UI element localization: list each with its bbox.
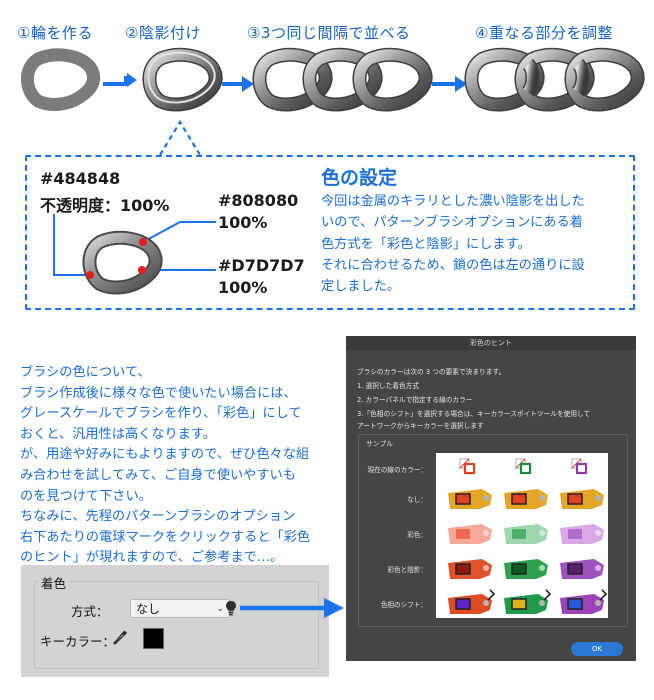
pct-light: 100%: [218, 278, 268, 297]
eyedropper-icon[interactable]: [112, 629, 128, 647]
dialog-message: ブラシのカラーは次の 3 つの要素で決まります。: [357, 368, 506, 376]
stroke-swatch-icon: [515, 458, 532, 475]
arrow-icon: [103, 73, 137, 87]
method-label: 方式：: [71, 604, 109, 619]
sample-grid: [436, 453, 608, 618]
method-value: なし: [136, 602, 161, 616]
pct-mid: 100%: [218, 213, 268, 232]
text-line: ブラシの色について、: [20, 365, 151, 380]
hex-light: #D7D7D7: [218, 256, 305, 275]
step-label-3: ③3つ同じ間隔で並べる: [247, 24, 411, 42]
step-label-1: ①輪を作る: [17, 24, 93, 42]
linked-rings-icon: [471, 55, 637, 105]
body-line: それに合わせるため、鎖の色は左の通りに設: [321, 257, 585, 273]
opacity-dark: 不透明度：100%: [40, 196, 170, 215]
dialog-message: アートワークからキーカラーを選択します: [357, 422, 484, 430]
method-select[interactable]: なし ⌄: [130, 599, 230, 618]
marker-dot: [139, 238, 147, 246]
colorization-legend: 着色: [38, 573, 70, 592]
colorization-panel: 着色 方式： なし ⌄ キーカラー：: [21, 565, 329, 677]
color-settings-body: 今回は金属のキラリとした濃い陰影を出した いので、パターンブラシオプションにある…: [321, 191, 629, 297]
color-settings-box: [25, 155, 635, 310]
key-color-swatch[interactable]: [143, 628, 164, 649]
sample-label: サンプル: [364, 438, 395, 448]
step-label-4: ④重なる部分を調整: [475, 24, 613, 42]
lightbulb-icon[interactable]: [224, 599, 238, 617]
color-settings-title: 色の設定: [321, 167, 398, 189]
dialog-title: 彩色のヒント: [346, 336, 636, 350]
text-line: み合わせを試してみて、ご自身で使いやすいも: [20, 467, 296, 483]
marker-dot: [138, 266, 146, 274]
brush-sample-icon: [448, 589, 608, 614]
dialog-message: 2. カラーパネルで指定する線のカラー: [357, 396, 473, 404]
color-callout-diagram: [53, 214, 216, 300]
row-label-tints-shades: 彩色と陰影：: [387, 566, 427, 574]
ok-button[interactable]: OK: [571, 642, 623, 656]
row-label-tints: 彩色：: [407, 531, 427, 539]
body-line: 色方式を「彩色と陰影」にします。: [321, 236, 531, 252]
text-line: ブラシ作成後に様々な色で使いたい場合には、: [20, 385, 297, 401]
arrow-icon: [222, 76, 254, 92]
marker-dot: [86, 271, 94, 279]
stroke-swatch-icon: [571, 458, 588, 475]
arrow-icon: [432, 76, 467, 92]
text-line: ちなみに、先程のパターンブラシのオプション: [20, 509, 296, 525]
chain-steps-illustration: [0, 40, 654, 156]
colorization-tips-dialog: 彩色のヒント ブラシのカラーは次の 3 つの要素で決まります。 1. 選択した着…: [346, 336, 636, 661]
chain-ring-icon: [89, 238, 155, 288]
text-line: のを見つけて下さい。: [20, 488, 152, 504]
key-color-label: キーカラー：: [40, 634, 116, 649]
body-line: いので、パターンブラシオプションにある着: [321, 215, 583, 231]
body-line: 今回は金属のキラリとした濃い陰影を出した: [321, 194, 585, 209]
step-label-2: ②陰影付け: [125, 24, 201, 42]
colorization-group: [34, 581, 319, 669]
callout-pointer: [159, 119, 201, 156]
hex-dark: #484848: [40, 169, 121, 188]
shaded-ring-icon: [148, 53, 215, 105]
text-line: グレースケールでブラシを作り、「彩色」にして: [20, 406, 302, 422]
body-line: 定しました。: [321, 279, 401, 295]
pointer-arrow-icon: [240, 598, 344, 618]
brush-sample-icon: [448, 524, 604, 544]
hex-mid: #808080: [218, 191, 299, 210]
row-label-hue-shift: 色相のシフト：: [380, 601, 427, 609]
three-rings-icon: [259, 55, 425, 105]
text-line: 右下あたりの電球マークをクリックすると「彩色: [20, 529, 311, 545]
sample-group: [358, 434, 628, 627]
text-line: おくと、汎用性は高くなります。: [20, 426, 216, 442]
dialog-message: 1. 選択した着色方式: [357, 382, 420, 390]
row-label-stroke-color: 現在の線のカラー：: [367, 466, 427, 474]
brush-sample-icon: [448, 559, 604, 579]
brush-color-explanation: ブラシの色について、 ブラシ作成後に様々な色で使いたい場合には、 グレースケール…: [20, 363, 338, 569]
stroke-swatch-icon: [459, 458, 476, 475]
text-line: が、用途や好みにもよりますので、ぜひ色々な組: [20, 447, 310, 463]
flat-ring-icon: [27, 55, 93, 105]
brush-sample-icon: [448, 489, 604, 509]
dialog-message: 3.「色相のシフト」を選択する場合は、キーカラースポイトツールを使用して: [357, 410, 591, 418]
text-line: のヒント」が現れますので、ご参考まで…。: [20, 550, 284, 566]
chevron-down-icon: ⌄: [216, 604, 224, 614]
row-label-none: なし：: [407, 496, 427, 504]
